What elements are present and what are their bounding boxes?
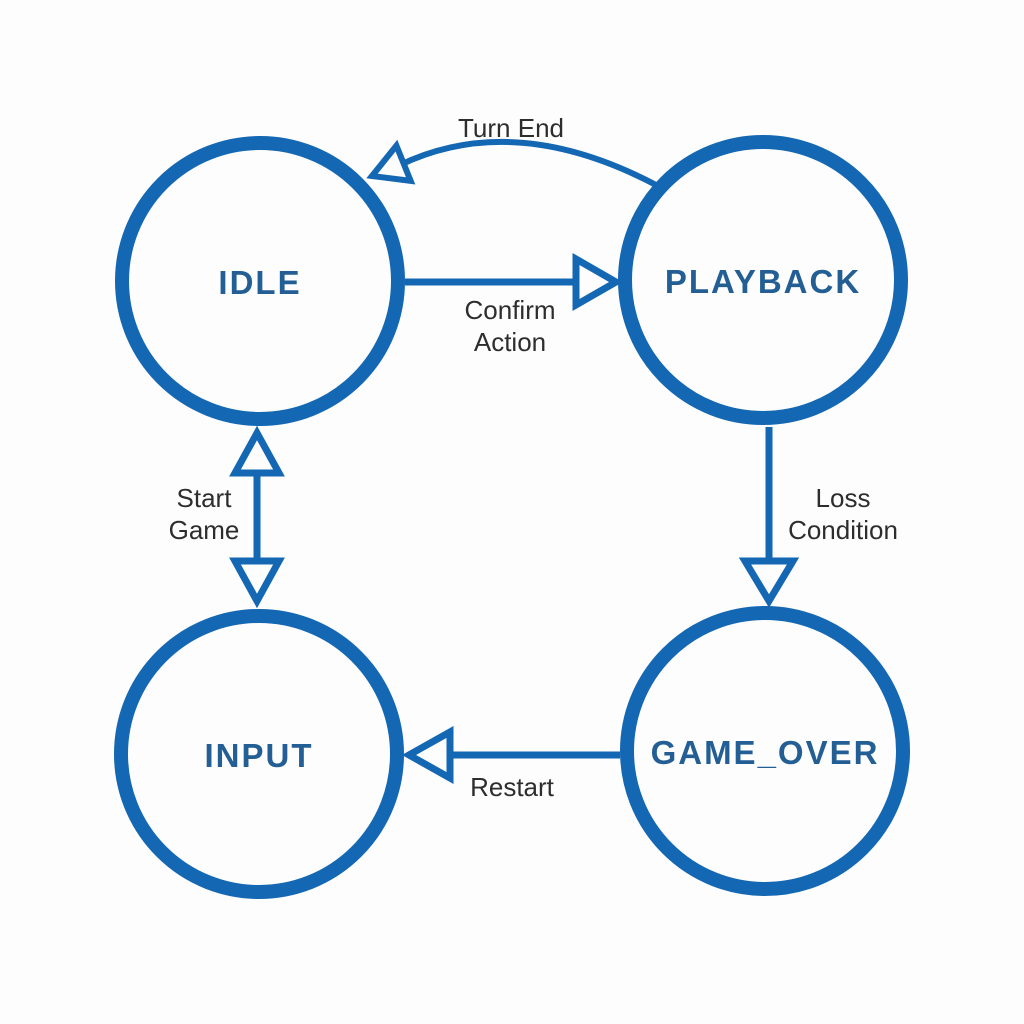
- edge-label-start-game: Start Game: [169, 482, 240, 546]
- edge-start-game-arrowhead-down: [229, 557, 285, 609]
- edge-loss-condition-arrowhead: [738, 557, 800, 608]
- edge-label-line: Restart: [470, 772, 554, 802]
- edge-label-line: Action: [473, 327, 547, 357]
- edge-label-line: Condition: [788, 515, 898, 545]
- state-circle-input: [114, 609, 404, 899]
- edge-label-line: Game: [168, 515, 240, 545]
- edge-restart-arrowhead: [401, 726, 454, 784]
- state-label-input: INPUT: [204, 737, 314, 774]
- edge-label-confirm-action: Confirm Action: [464, 294, 555, 358]
- edge-label-turn-end: Turn End: [458, 112, 564, 144]
- state-circle-game-over: [620, 606, 910, 896]
- edge-label-loss-condition: Loss Condition: [788, 482, 898, 546]
- edge-confirm-action-arrowhead: [572, 252, 624, 312]
- edge-label-line: Start: [176, 483, 232, 513]
- state-circle-playback: [618, 135, 908, 425]
- edge-turn-end-arrowhead: [366, 139, 416, 185]
- edge-label-line: Turn End: [458, 113, 564, 143]
- edge-start-game-arrowhead-up: [229, 425, 285, 477]
- state-label-playback: PLAYBACK: [664, 263, 862, 300]
- edge-turn-end: [398, 138, 660, 189]
- state-label-game-over: GAME_OVER: [650, 734, 880, 771]
- state-label-idle: IDLE: [218, 264, 302, 301]
- edge-label-restart: Restart: [470, 771, 554, 803]
- edge-label-line: Confirm: [464, 295, 556, 325]
- state-circle-idle: [115, 136, 405, 426]
- edge-label-line: Loss: [815, 483, 871, 513]
